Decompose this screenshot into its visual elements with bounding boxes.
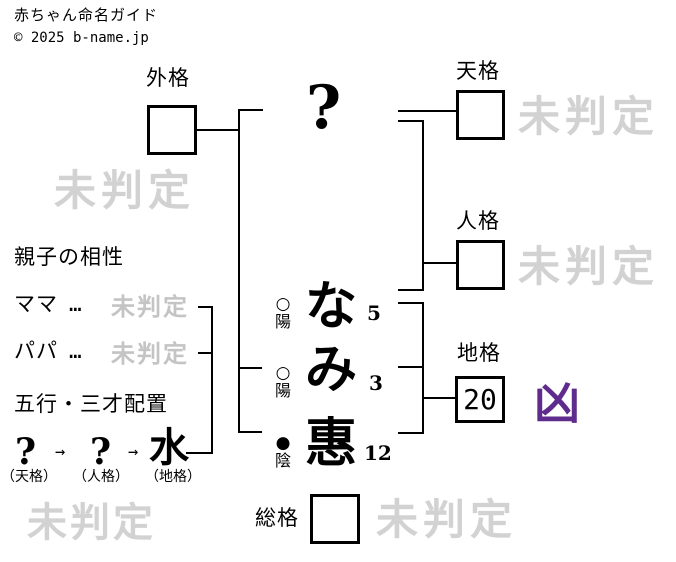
name-char-1: な — [305, 276, 358, 337]
copyright: © 2025 b-name.jp — [14, 30, 149, 46]
connector-line — [398, 120, 424, 122]
chikaku-value: 20 — [463, 382, 497, 416]
overall-result-watermark: 未判定 — [27, 499, 156, 546]
connector-line — [424, 262, 457, 264]
yin-circle-icon: ● — [275, 433, 291, 453]
yinyang-marker: ● 陰 — [270, 434, 296, 469]
name-char-3: 惠 — [305, 413, 358, 474]
tenkaku-result-watermark: 未判定 — [518, 92, 660, 141]
connector-line — [238, 431, 262, 433]
name-char-3-strokes: 12 — [364, 441, 392, 465]
gogyo-heading: 五行・三才配置 — [14, 392, 168, 416]
arrow-right-icon: → — [128, 442, 139, 462]
compat-papa-dots: … — [69, 339, 83, 363]
yinyang-marker: ○ 陽 — [270, 295, 296, 330]
name-char-2: み — [305, 339, 358, 400]
name-char-1-strokes: 5 — [367, 301, 381, 325]
jinkaku-result-watermark: 未判定 — [518, 242, 660, 291]
compat-papa-label: パパ — [14, 339, 58, 363]
compat-mama-result: 未判定 — [111, 292, 189, 321]
gogyo-jinkaku-element: ? — [90, 431, 112, 473]
gogyo-chikaku-element: 水 — [149, 424, 189, 471]
connector-line — [197, 129, 240, 131]
connector-line — [211, 306, 213, 454]
arrow-right-icon: → — [55, 442, 66, 462]
compat-papa-result: 未判定 — [111, 339, 189, 368]
connector-line — [398, 432, 424, 434]
tenkaku-label: 天格 — [456, 59, 500, 83]
page-title: 赤ちゃん命名ガイド — [14, 6, 159, 24]
compatibility-heading: 親子の相性 — [14, 245, 124, 269]
connector-line — [398, 302, 424, 304]
yang-circle-icon: ○ — [275, 294, 291, 314]
gaikaku-value-box — [147, 105, 197, 155]
surname-placeholder: ? — [306, 73, 342, 143]
connector-line — [422, 120, 424, 291]
chikaku-label: 地格 — [457, 341, 501, 365]
gaikaku-label: 外格 — [146, 66, 190, 90]
gogyo-chikaku-caption: （地格） — [145, 469, 201, 485]
chikaku-value-box: 20 — [455, 376, 505, 423]
connector-line — [198, 352, 213, 354]
yang-label: 陽 — [274, 381, 291, 400]
connector-line — [422, 302, 424, 434]
gogyo-jinkaku-caption: （人格） — [73, 469, 129, 485]
tenkaku-value-box — [456, 90, 505, 140]
compat-mama-dots: … — [69, 292, 83, 316]
compat-mama-label: ママ — [14, 292, 58, 316]
connector-line — [398, 366, 424, 368]
connector-line — [198, 306, 213, 308]
name-char-2-strokes: 3 — [369, 371, 383, 395]
gogyo-tenkaku-caption: （天格） — [1, 469, 57, 485]
gogyo-tenkaku-element: ? — [15, 431, 37, 473]
gaikaku-result-watermark: 未判定 — [54, 166, 196, 215]
soukaku-value-box — [310, 494, 360, 544]
connector-line — [398, 110, 457, 112]
soukaku-label: 総格 — [255, 506, 299, 530]
yin-label: 陰 — [274, 451, 291, 470]
jinkaku-value-box — [456, 240, 505, 290]
connector-line — [186, 452, 213, 454]
connector-line — [238, 109, 240, 433]
yang-label: 陽 — [274, 312, 291, 331]
jinkaku-label: 人格 — [456, 209, 500, 233]
connector-line — [398, 289, 424, 291]
connector-line — [238, 109, 263, 111]
soukaku-result-watermark: 未判定 — [376, 495, 518, 544]
chikaku-result-kyo: 凶 — [534, 376, 580, 430]
yinyang-marker: ○ 陽 — [270, 364, 296, 399]
connector-line — [424, 397, 455, 399]
yang-circle-icon: ○ — [275, 363, 291, 383]
connector-line — [238, 367, 262, 369]
